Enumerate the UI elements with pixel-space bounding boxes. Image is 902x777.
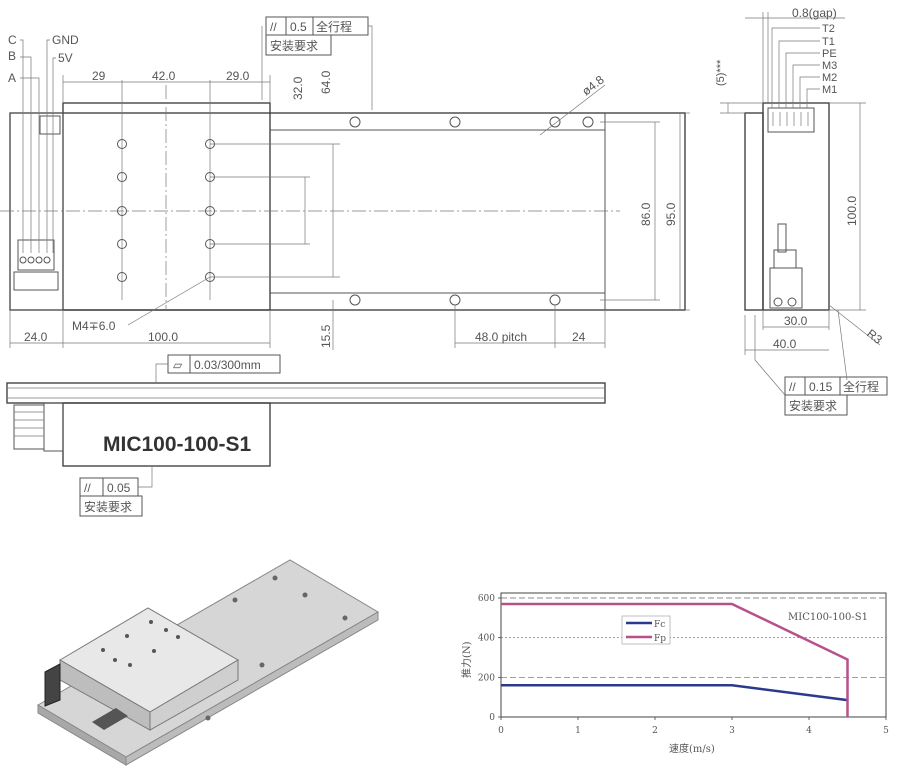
tolerance-top: // 0.5 全行程 安装要求	[261, 16, 373, 110]
mover-block	[62, 102, 271, 311]
svg-text:T2: T2	[822, 23, 835, 35]
x-tick-label: 0	[498, 726, 504, 736]
chart-y-label: 推力(N)	[460, 641, 473, 678]
dim-24-right: 24	[572, 330, 586, 344]
x-tick-label: 3	[729, 726, 735, 736]
svg-text:GND: GND	[52, 33, 79, 47]
legend-box	[621, 615, 671, 645]
dim-r3: R3	[864, 326, 885, 347]
svg-text:M3: M3	[822, 60, 837, 72]
svg-text:T1: T1	[822, 36, 835, 48]
legend-label-fp: Fp	[654, 634, 666, 644]
svg-text:C: C	[8, 33, 17, 47]
y-tick-label: 200	[478, 673, 495, 683]
mover-holes	[117, 139, 215, 282]
model-label: MIC100-100-S1	[103, 433, 252, 456]
svg-text:0.03/300mm: 0.03/300mm	[194, 358, 261, 372]
dim-48-pitch: 48.0 pitch	[475, 330, 527, 344]
connector-block	[17, 239, 55, 271]
chart-annotation: MIC100-100-S1	[788, 612, 868, 623]
dim-95: 95.0	[664, 202, 678, 226]
svg-text:安装要求: 安装要求	[84, 499, 132, 514]
svg-text:安装要求: 安装要求	[789, 398, 837, 413]
motor-connector	[767, 107, 815, 133]
dim-32: 32.0	[291, 76, 305, 100]
y-tick-label: 0	[489, 713, 495, 723]
series-line-fp	[501, 602, 849, 717]
y-tick-label: 600	[478, 594, 495, 604]
top-view: 29 42.0 29.0 32.0 64.0 ø4.8 86.0 95.0 24…	[0, 16, 690, 350]
x-tick-label: 4	[806, 726, 812, 736]
svg-text:M2: M2	[822, 72, 837, 84]
x-tick-label: 1	[575, 726, 581, 736]
x-tick-label: 2	[652, 726, 658, 736]
dim-gap: 0.8(gap)	[792, 6, 837, 20]
svg-text://: //	[789, 380, 796, 394]
connector-pin-labels: C B A GND 5V	[8, 33, 79, 253]
svg-text:M1: M1	[822, 84, 837, 96]
svg-text:0.05: 0.05	[107, 481, 131, 495]
tolerance-bottom: // 0.05 安装要求	[79, 466, 153, 517]
thread-callout: M4∓6.0	[72, 319, 116, 333]
chart-legend: Fc Fp	[621, 615, 671, 645]
svg-text:全行程: 全行程	[316, 19, 352, 34]
motor-pin-labels: T2 T1 PE M3 M2 M1	[771, 23, 837, 108]
x-tick-label: 5	[883, 726, 889, 736]
svg-text:▱: ▱	[173, 358, 183, 372]
dim-42: 42.0	[152, 69, 176, 83]
svg-text://: //	[270, 20, 277, 34]
base-rail-outline	[9, 112, 686, 311]
tolerance-flatness: ▱ 0.03/300mm	[155, 354, 281, 383]
dim-29-left: 29	[92, 69, 106, 83]
dim-15-5: 15.5	[319, 324, 333, 348]
thrust-speed-chart: 0 200 400 600 0 1 2 3 4 5 MIC100-100-S1 Fc Fp 速度(…	[460, 592, 889, 755]
rail-holes	[349, 116, 594, 306]
dim-30: 30.0	[784, 314, 808, 328]
dim-86: 86.0	[639, 202, 653, 226]
svg-text://: //	[84, 481, 91, 495]
chart-x-label: 速度(m/s)	[669, 742, 715, 755]
dim-29-right: 29.0	[226, 69, 250, 83]
dim-40: 40.0	[773, 337, 797, 351]
dim-5: (5)***	[715, 59, 727, 86]
tolerance-side: // 0.15 全行程 安装要求	[754, 309, 888, 416]
svg-text:安装要求: 安装要求	[270, 38, 318, 53]
dim-24-left: 24.0	[24, 330, 48, 344]
svg-text:B: B	[8, 49, 16, 63]
dim-64: 64.0	[319, 70, 333, 94]
side-view: T2 T1 PE M3 M2 M1 0.8(gap) (5)*** 100.0 …	[715, 6, 888, 416]
connector-housing	[9, 112, 64, 311]
svg-text:0.5: 0.5	[290, 20, 307, 34]
legend-label-fc: Fc	[654, 620, 665, 630]
chart-frame	[500, 592, 887, 718]
y-tick-label: 400	[478, 634, 495, 644]
svg-text:0.15: 0.15	[809, 380, 833, 394]
svg-text:PE: PE	[822, 48, 837, 60]
series-line-fc	[501, 684, 848, 702]
front-view: MIC100-100-S1 ▱ 0.03/300mm // 0.05 安装要求	[6, 354, 606, 517]
dim-100-side: 100.0	[845, 196, 859, 226]
svg-text:全行程: 全行程	[843, 379, 879, 394]
svg-text:A: A	[8, 71, 16, 85]
dim-100-bottom: 100.0	[148, 330, 178, 344]
svg-text:5V: 5V	[58, 51, 73, 65]
connector-clip	[39, 115, 61, 135]
isometric-render	[37, 559, 379, 766]
